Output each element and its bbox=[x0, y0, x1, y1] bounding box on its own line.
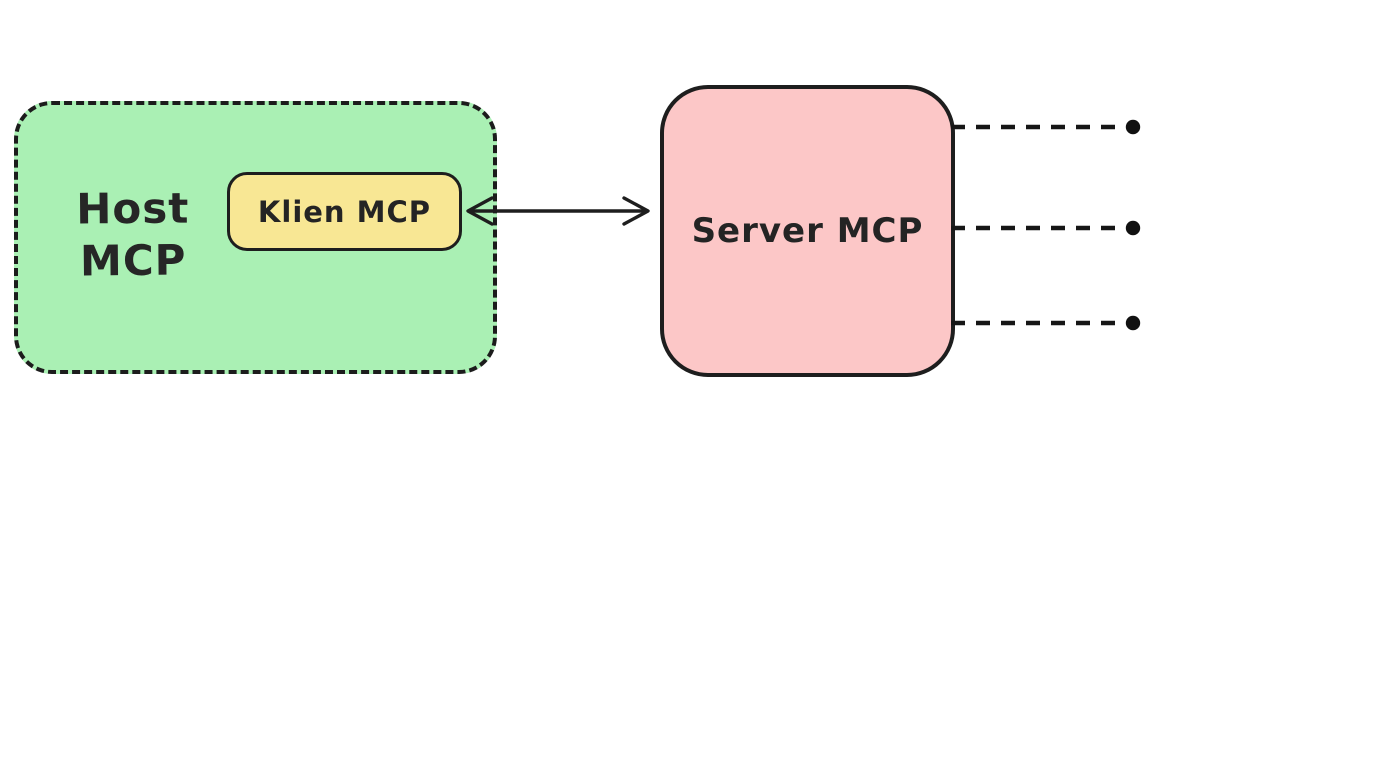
dashed-connector-1 bbox=[951, 119, 1141, 135]
client-mcp-box: Klien MCP bbox=[227, 172, 462, 251]
host-mcp-label: Host MCP bbox=[68, 182, 199, 287]
server-mcp-box: Server MCP bbox=[660, 85, 955, 377]
connector-endpoint-dot-3 bbox=[1125, 315, 1141, 331]
host-mcp-box: Host MCP Klien MCP bbox=[14, 101, 497, 374]
dashed-connector-3 bbox=[951, 315, 1141, 331]
host-mcp-label-line2: MCP bbox=[79, 235, 187, 286]
connector-endpoint-dot-1 bbox=[1125, 119, 1141, 135]
connector-endpoint-dot-2 bbox=[1125, 220, 1141, 236]
server-mcp-label: Server MCP bbox=[691, 211, 924, 251]
client-mcp-label: Klien MCP bbox=[257, 194, 432, 229]
dashed-connector-2 bbox=[951, 220, 1141, 236]
host-mcp-label-line1: Host bbox=[76, 183, 190, 234]
